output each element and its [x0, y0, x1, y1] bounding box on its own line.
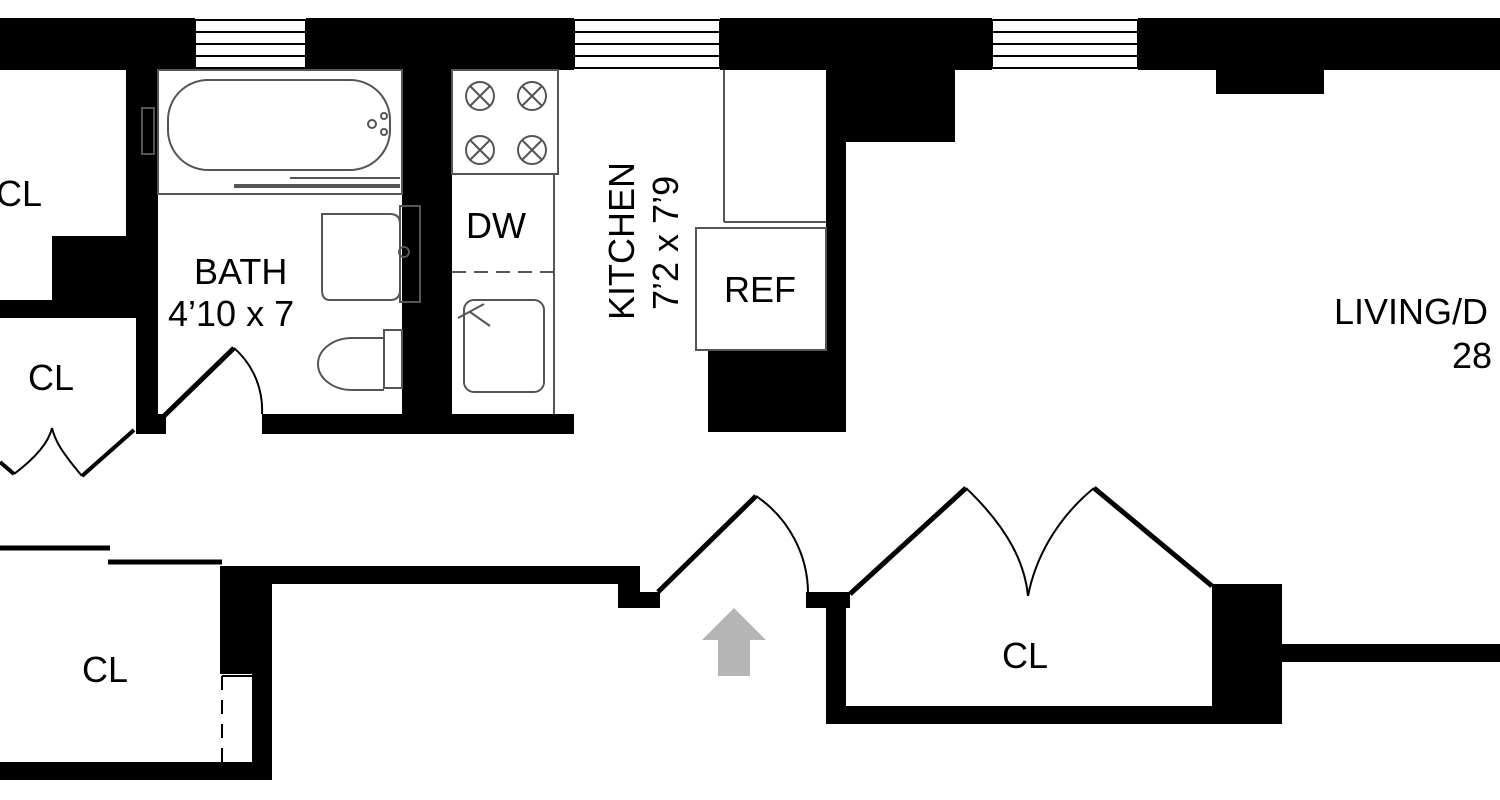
closet-label: CL: [1002, 635, 1048, 676]
exterior-top-wall: [0, 18, 1500, 94]
refrigerator-label: REF: [724, 269, 796, 310]
window-icon: [194, 19, 307, 69]
kitchen-sink-icon: [457, 299, 545, 393]
dishwasher-label: DW: [466, 205, 526, 246]
bathtub-icon: [141, 69, 403, 195]
living-size: 28: [1452, 335, 1492, 376]
window-icon: [991, 19, 1139, 69]
kitchen-label: KITCHEN: [601, 162, 642, 320]
closet-partitions: [0, 545, 252, 762]
window-icon: [573, 19, 721, 69]
living-label: LIVING/D: [1334, 291, 1488, 332]
sink-icon: [321, 205, 421, 303]
interior-walls: [0, 60, 1500, 780]
kitchen-counter: [452, 70, 826, 414]
up-arrow-icon: [702, 608, 766, 676]
kitchen-size: 7’2 x 7’9: [645, 176, 686, 310]
toilet-icon: [317, 329, 403, 391]
door-swing-icon: [0, 346, 1214, 597]
closet-label: CL: [0, 173, 42, 214]
closet-label: CL: [28, 357, 74, 398]
refrigerator-icon: [695, 227, 827, 351]
bath-label: BATH: [194, 251, 287, 292]
closet-label: CL: [82, 649, 128, 690]
bath-size: 4’10 x 7: [168, 293, 294, 334]
